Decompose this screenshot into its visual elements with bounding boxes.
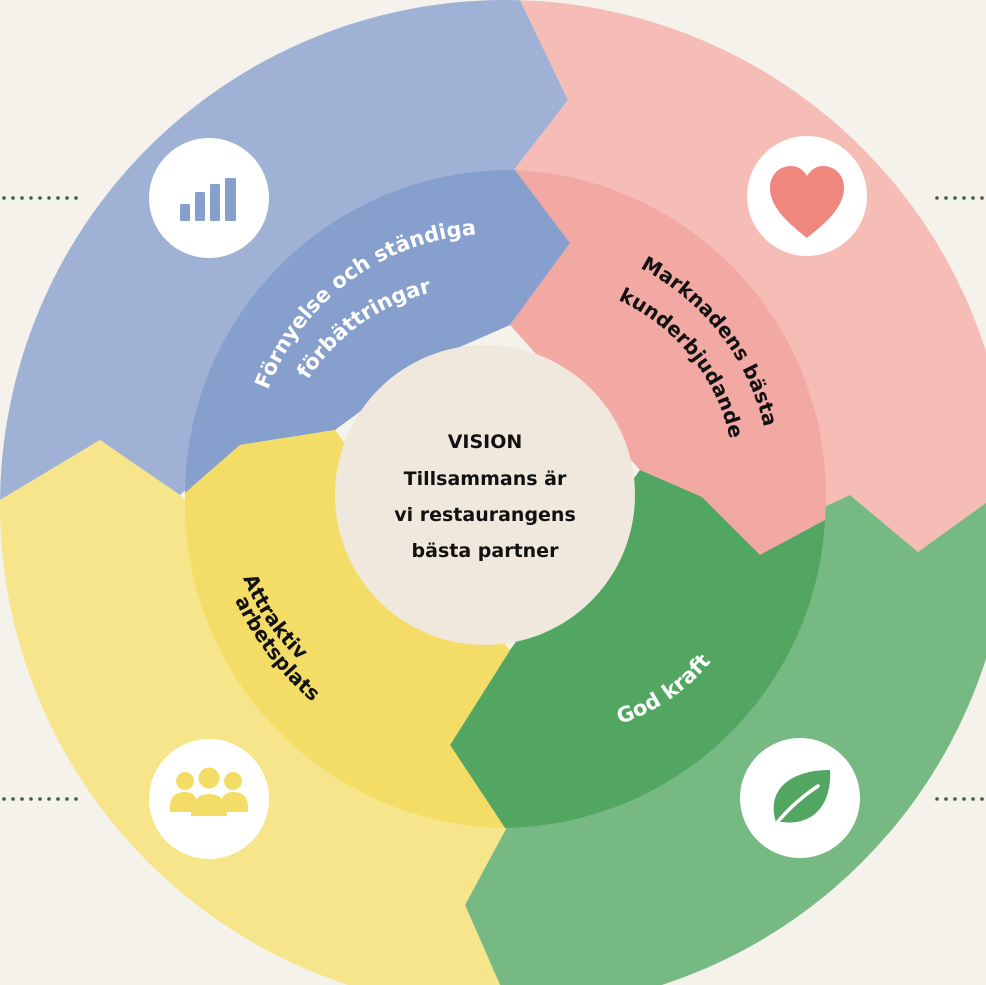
center-line-3: vi restaurangens	[394, 504, 576, 526]
dotted-line-top-right	[935, 196, 984, 200]
center-line-4: bästa partner	[412, 540, 560, 562]
inner-segment-renewal	[185, 169, 570, 493]
center-line-1: VISION	[448, 431, 523, 453]
dotted-line-bottom-right	[935, 797, 984, 801]
inner-segment-workplace	[184, 430, 510, 828]
dotted-lines	[2, 196, 984, 801]
inner-ring	[184, 169, 826, 828]
dotted-line-bottom-left	[2, 797, 78, 801]
inner-segment-market	[510, 170, 826, 555]
center-circle	[335, 345, 635, 645]
leaf-icon	[740, 738, 860, 858]
dotted-line-top-left	[2, 196, 78, 200]
bar-chart-icon	[149, 138, 269, 258]
center-text: VISION Tillsammans är vi restaurangens b…	[394, 431, 576, 562]
center-line-2: Tillsammans är	[404, 468, 567, 490]
people-icon	[149, 739, 269, 859]
inner-segment-power	[450, 470, 825, 828]
heart-icon	[747, 136, 867, 256]
